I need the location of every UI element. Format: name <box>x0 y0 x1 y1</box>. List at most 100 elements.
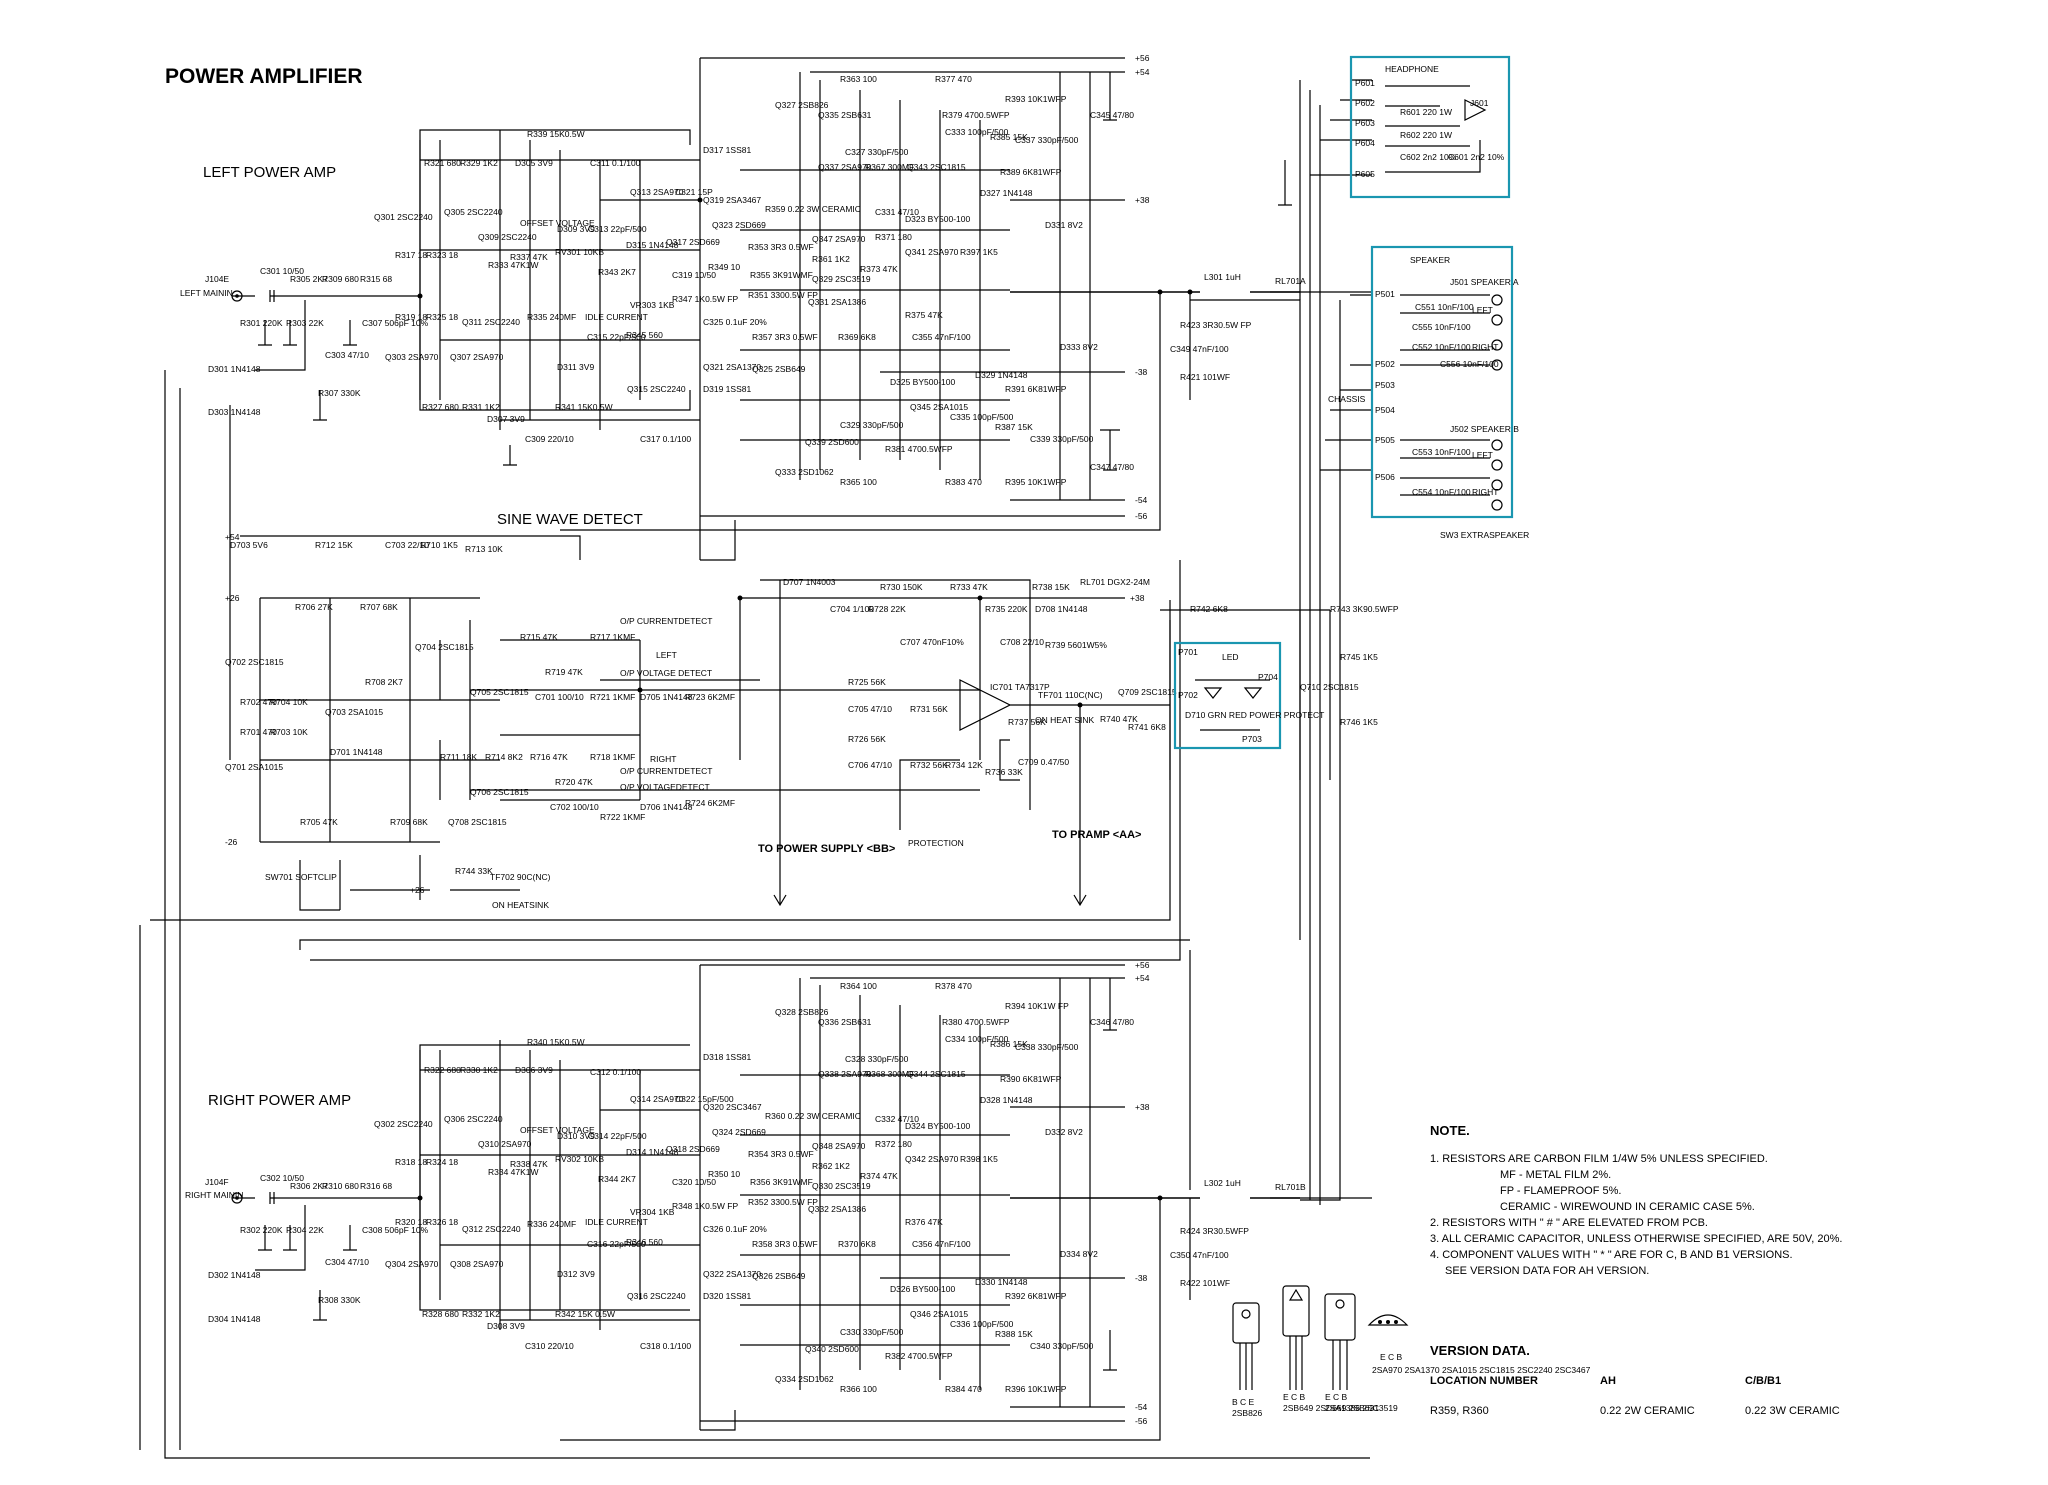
part: Q705 2SC1815 <box>470 687 529 697</box>
rail-plus54-protect: +54 <box>225 532 240 542</box>
right-detect-label: RIGHT <box>650 754 676 764</box>
part: R424 3R30.5WFP <box>1180 1226 1249 1236</box>
part: R387 15K <box>995 422 1033 432</box>
part: R301 220K <box>240 318 283 328</box>
part: Q330 2SC3519 <box>812 1181 871 1191</box>
part: R364 100 <box>840 981 877 991</box>
part: R739 5601W5% <box>1045 640 1107 650</box>
part: R353 3R3 0.5WF <box>748 242 814 252</box>
part: R702 470 <box>240 697 277 707</box>
version-row-cbb1: 0.22 3W CERAMIC <box>1745 1405 1840 1417</box>
pkg-pins: E C B <box>1325 1392 1348 1402</box>
rail-minus56-left: -56 <box>1135 511 1148 521</box>
part: R736 33K <box>985 767 1023 777</box>
spk-cap: C553 10nF/100 <box>1412 447 1471 457</box>
part: C325 0.1uF 20% <box>703 317 767 327</box>
part: R710 1K5 <box>420 540 458 550</box>
part: D309 3V9 <box>557 224 595 234</box>
relay-b-label: RL701B <box>1275 1182 1306 1192</box>
part: Q701 2SA1015 <box>225 762 283 772</box>
part: R701 470 <box>240 727 277 737</box>
rail-plus54-top: +54 <box>1135 67 1150 77</box>
part: R738 15K <box>1032 582 1070 592</box>
part: D319 1SS81 <box>703 384 751 394</box>
ic701-label: IC701 TA7317P <box>990 682 1050 692</box>
left-amp-labels: J104E LEFT MAININ OFFSET VOLTAGE IDLE CU… <box>180 53 1306 521</box>
spk-pin: P504 <box>1375 405 1395 415</box>
note-line: CERAMIC - WIREWOUND IN CERAMIC CASE 5%. <box>1500 1201 1755 1213</box>
part: Q335 2SB631 <box>818 110 872 120</box>
part: C332 47/10 <box>875 1114 919 1124</box>
part: C307 506pF 10% <box>362 318 429 328</box>
part: C350 47nF/100 <box>1170 1250 1229 1260</box>
part: R335 240MF <box>527 312 576 322</box>
part: R385 15K <box>990 132 1028 142</box>
rail-plus38-protect: +38 <box>1130 593 1145 603</box>
part: Q321 2SA1370 <box>703 362 761 372</box>
part: Q336 2SB631 <box>818 1017 872 1027</box>
part: Q311 2SC2240 <box>462 317 520 327</box>
part: C309 220/10 <box>525 434 574 444</box>
left-amp-heading: LEFT POWER AMP <box>203 164 336 181</box>
part: RV302 10KB <box>555 1154 604 1164</box>
part: C320 10/50 <box>672 1177 716 1187</box>
part: R317 18 <box>395 250 427 260</box>
part: R349 10 <box>708 262 740 272</box>
part: R318 18 <box>395 1157 427 1167</box>
opc-label: O/P CURRENTDETECT <box>620 616 712 626</box>
part: R714 8K2 <box>485 752 523 762</box>
part: R375 47K <box>905 310 943 320</box>
part: D314 1N4148 <box>626 1147 679 1157</box>
spk-jack: J502 SPEAKER B <box>1450 424 1519 434</box>
part: Q309 2SC2240 <box>478 232 537 242</box>
led-box: LED P701 P704 P702 P703 D710 GRN RED POW… <box>1173 641 1324 750</box>
part: C302 10/50 <box>260 1173 304 1183</box>
part: D707 1N4003 <box>783 577 836 587</box>
part: Q306 2SC2240 <box>444 1114 503 1124</box>
speaker-title: SPEAKER <box>1410 255 1450 265</box>
part: Q307 2SA970 <box>450 352 504 362</box>
part: R371 180 <box>875 232 912 242</box>
part: C345 47/80 <box>1090 110 1134 120</box>
part: C314 22pF/500 <box>588 1131 647 1141</box>
part: D327 1N4148 <box>980 188 1033 198</box>
part: R717 1KMF <box>590 632 635 642</box>
part: R704 10K <box>270 697 308 707</box>
relay-label: RL701 DGX2-24M <box>1080 577 1150 587</box>
part: R325 18 <box>426 312 458 322</box>
part: R359 0.22 3W CERAMIC <box>765 204 861 214</box>
part: R369 6K8 <box>838 332 876 342</box>
part: C336 100pF/500 <box>950 1319 1014 1329</box>
part: R339 15K0.5W <box>527 129 585 139</box>
part: R330 1K2 <box>460 1065 498 1075</box>
part: C316 22pF/500 <box>587 1239 646 1249</box>
part: R733 47K <box>950 582 988 592</box>
rail-plus56-top: +56 <box>1135 53 1150 63</box>
protection-heading: PROTECTION <box>908 838 964 848</box>
part: R341 15K0.5W <box>555 402 613 412</box>
part: C308 506pF 10% <box>362 1225 429 1235</box>
hp-pin: P605 <box>1355 169 1375 179</box>
part: C318 0.1/100 <box>640 1341 691 1351</box>
pkg-types: 2SA970 2SA1370 2SA1015 2SC1815 2SC2240 2… <box>1372 1365 1591 1375</box>
rail-plus56-bottom: +56 <box>1135 960 1150 970</box>
rail-minus38-right: -38 <box>1135 1273 1148 1283</box>
part: R302 220K <box>240 1225 283 1235</box>
part: R338 47K <box>510 1159 548 1169</box>
part: C702 100/10 <box>550 802 599 812</box>
part: D312 3V9 <box>557 1269 595 1279</box>
left-idle-label: IDLE CURRENT <box>585 312 648 322</box>
part: C334 100pF/500 <box>945 1034 1009 1044</box>
pkg-types: 2SA1386 2SC3519 <box>1325 1403 1398 1413</box>
part: R320 18 <box>395 1217 427 1227</box>
part: R358 3R3 0.5WF <box>752 1239 818 1249</box>
part: D706 1N4148 <box>640 802 693 812</box>
spk-tag: LEFT <box>1472 450 1493 460</box>
led-pin: P704 <box>1258 672 1278 682</box>
spk-pin: P502 <box>1375 359 1395 369</box>
part: R731 56K <box>910 704 948 714</box>
part: D708 1N4148 <box>1035 604 1088 614</box>
hp-part: R602 220 1W <box>1400 130 1452 140</box>
part: R730 150K <box>880 582 923 592</box>
